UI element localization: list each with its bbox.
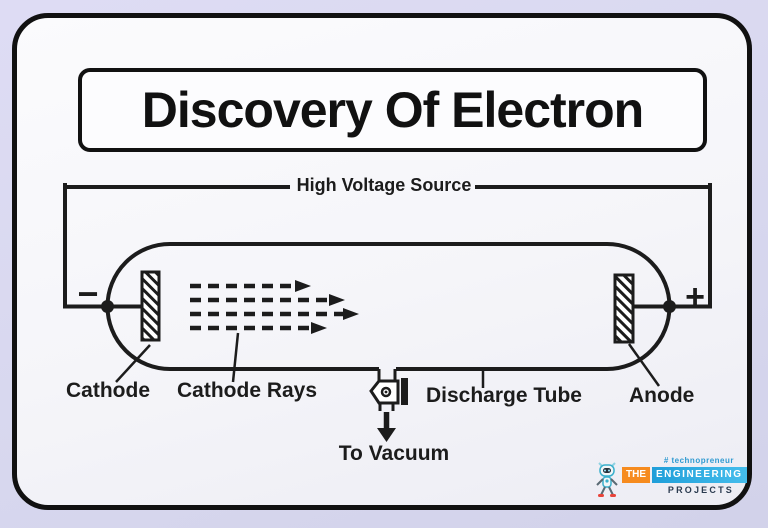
negative-terminal-symbol: − <box>77 273 99 314</box>
right-junction-dot <box>663 300 676 313</box>
robot-mascot-icon <box>596 462 618 497</box>
anode-electrode <box>613 273 635 344</box>
anode-label: Anode <box>629 384 695 407</box>
logo-engineering-badge: ENGINEERING <box>652 467 747 483</box>
left-junction-dot <box>101 300 114 313</box>
cathode-electrode <box>140 270 161 342</box>
logo-projects-text: PROJECTS <box>667 485 734 495</box>
high-voltage-source-label: High Voltage Source <box>296 175 472 195</box>
logo-badges: THE ENGINEERING <box>622 467 747 483</box>
discharge-tube-label: Discharge Tube <box>426 384 582 407</box>
discharge-tube-outline <box>105 242 672 371</box>
cathode-rays-label: Cathode Rays <box>177 379 318 402</box>
vacuum-valve <box>369 369 408 411</box>
positive-terminal-symbol: + <box>685 278 705 316</box>
logo-hashtag: # technopreneur <box>663 456 734 465</box>
logo-the-badge: THE <box>622 467 650 483</box>
title-box: Discovery Of Electron <box>78 68 707 152</box>
page-title: Discovery Of Electron <box>141 82 644 138</box>
cathode-label: Cathode <box>66 379 150 402</box>
to-vacuum-arrow-icon <box>377 412 396 442</box>
to-vacuum-label: To Vacuum <box>338 442 450 465</box>
engineering-projects-logo: # technopreneur THE ENGINEERING PROJECTS <box>594 456 747 504</box>
cathode-ray-arrows <box>190 280 359 334</box>
label-leader-lines <box>115 332 661 388</box>
